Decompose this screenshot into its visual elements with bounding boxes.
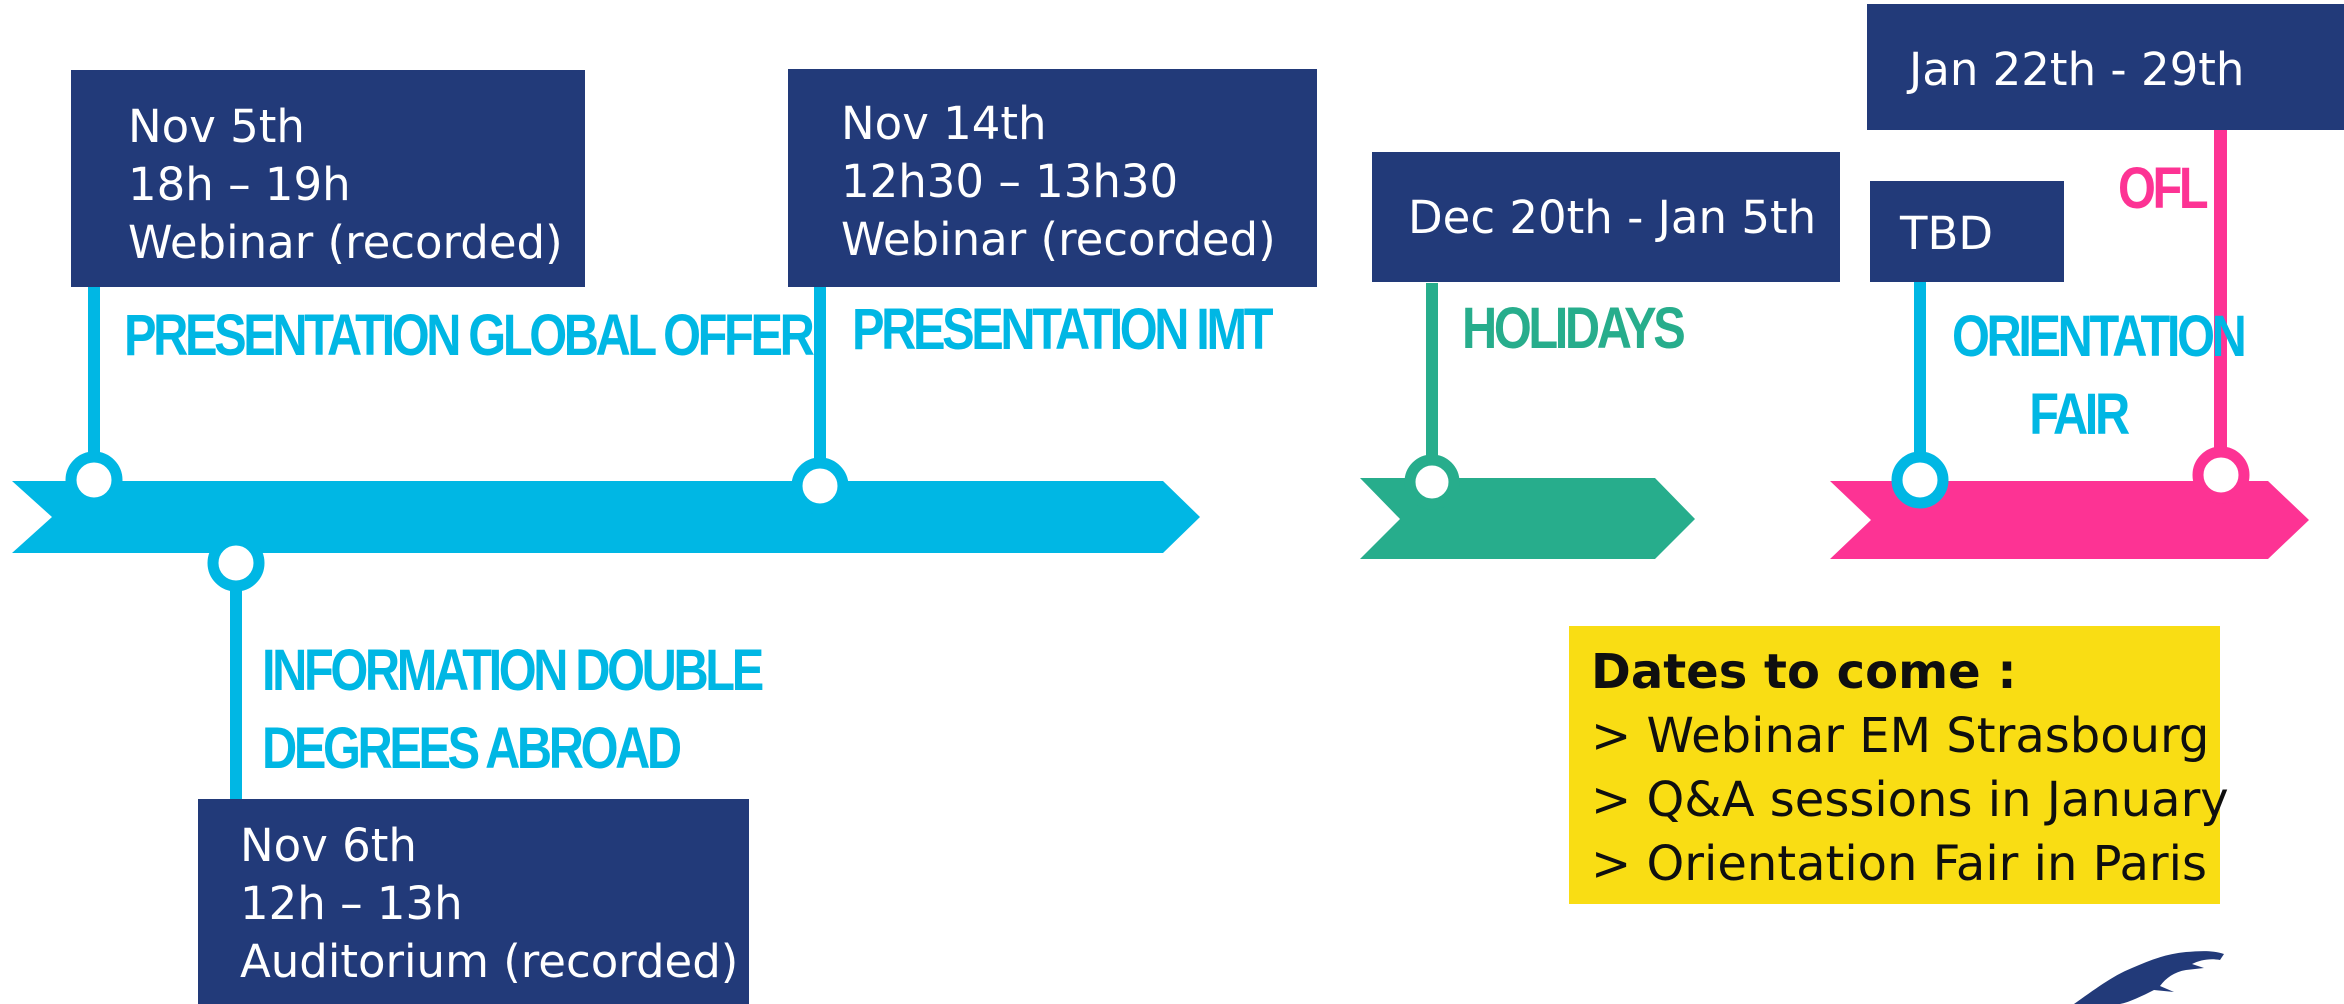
leaping-feline-logo	[2074, 951, 2224, 1004]
event-box-nov14: Nov 14th 12h30 – 13h30 Webinar (recorded…	[788, 69, 1317, 287]
event-format: Auditorium (recorded)	[240, 935, 739, 988]
dates-to-come-note: Dates to come : > Webinar EM Strasbourg …	[1569, 626, 2229, 904]
event-box-nov6: Nov 6th 12h – 13h Auditorium (recorded)	[198, 799, 749, 1004]
marker-nov14	[791, 457, 849, 515]
event-format: Webinar (recorded)	[128, 216, 563, 269]
marker-holidays	[1404, 454, 1460, 510]
event-title-orientation-fair: ORIENTATION FAIR	[1952, 298, 2247, 454]
event-title-holidays: HOLIDAYS	[1462, 296, 1686, 361]
note-item: > Orientation Fair in Paris	[1591, 836, 2207, 892]
note-item: > Q&A sessions in January	[1591, 772, 2229, 828]
stem-nov14	[814, 285, 826, 480]
stem-holidays	[1426, 283, 1438, 478]
marker-nov5	[65, 451, 123, 509]
timeline-arrow-cyan	[12, 481, 1200, 553]
event-title-line: DEGREES ABROAD	[262, 716, 682, 781]
event-date: TBD	[1900, 207, 1994, 260]
timeline-arrow-pink	[1830, 481, 2309, 559]
marker-tbd	[1891, 451, 1949, 509]
event-time: 12h30 – 13h30	[841, 155, 1179, 208]
event-title-double-degrees: INFORMATION DOUBLE DEGREES ABROAD	[262, 632, 764, 788]
event-box-holidays: Dec 20th - Jan 5th	[1372, 152, 1840, 282]
event-title-line: FAIR	[2029, 382, 2130, 447]
event-format: Webinar (recorded)	[841, 213, 1276, 266]
note-title: Dates to come :	[1591, 644, 2017, 700]
event-time: 18h – 19h	[128, 158, 351, 211]
event-title-line: INFORMATION DOUBLE	[262, 638, 764, 703]
stem-nov6	[230, 565, 242, 800]
stem-tbd	[1914, 282, 1926, 480]
event-date: Nov 14th	[841, 97, 1047, 150]
event-title-line: ORIENTATION	[1952, 304, 2247, 369]
note-item: > Webinar EM Strasbourg	[1591, 708, 2210, 764]
event-box-ofl: Jan 22th - 29th	[1867, 4, 2344, 130]
event-box-tbd: TBD	[1870, 181, 2064, 282]
event-date: Dec 20th - Jan 5th	[1408, 191, 1817, 244]
stem-nov5	[88, 285, 100, 480]
event-date: Jan 22th - 29th	[1909, 43, 2245, 96]
marker-ofl	[2192, 446, 2250, 504]
event-date: Nov 5th	[128, 100, 305, 153]
event-title-imt: PRESENTATION IMT	[852, 297, 1273, 362]
event-title-global-offer: PRESENTATION GLOBAL OFFER	[124, 303, 815, 368]
stem-ofl	[2214, 130, 2227, 466]
event-box-nov5: Nov 5th 18h – 19h Webinar (recorded)	[71, 70, 585, 287]
event-title-ofl: OFL	[2118, 156, 2209, 221]
event-date: Nov 6th	[240, 819, 417, 872]
event-time: 12h – 13h	[240, 877, 463, 930]
marker-nov6	[207, 534, 265, 592]
